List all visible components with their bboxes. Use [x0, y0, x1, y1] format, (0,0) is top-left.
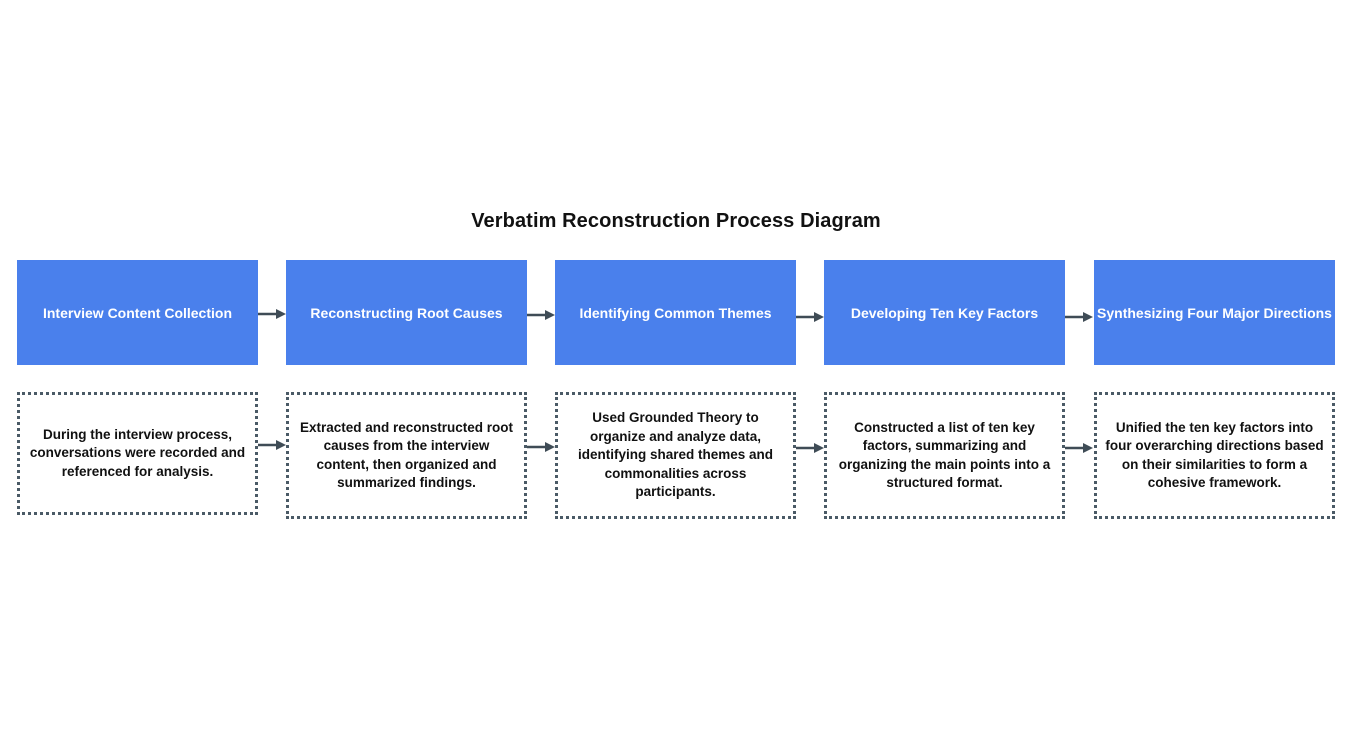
arrow-step-2-to-3 [527, 310, 555, 320]
description-box-2: Extracted and reconstructed root causes … [286, 392, 527, 519]
step-box-5: Synthesizing Four Major Directions [1094, 260, 1335, 365]
step-box-3: Identifying Common Themes [555, 260, 796, 365]
step-box-1: Interview Content Collection [17, 260, 258, 365]
arrow-step-3-to-4 [796, 312, 824, 322]
diagram-title: Verbatim Reconstruction Process Diagram [471, 210, 881, 232]
description-box-3: Used Grounded Theory to organize and ana… [555, 392, 796, 519]
arrow-step-1-to-2 [258, 309, 286, 319]
arrow-description-1-to-2 [258, 440, 286, 450]
arrow-step-4-to-5 [1065, 312, 1093, 322]
step-box-2: Reconstructing Root Causes [286, 260, 527, 365]
arrow-description-4-to-5 [1065, 443, 1093, 453]
description-box-1: During the interview process, conversati… [17, 392, 258, 515]
arrow-description-2-to-3 [527, 442, 555, 452]
step-box-4: Developing Ten Key Factors [824, 260, 1065, 365]
description-box-4: Constructed a list of ten key factors, s… [824, 392, 1065, 519]
arrow-description-3-to-4 [796, 443, 824, 453]
description-box-5: Unified the ten key factors into four ov… [1094, 392, 1335, 519]
